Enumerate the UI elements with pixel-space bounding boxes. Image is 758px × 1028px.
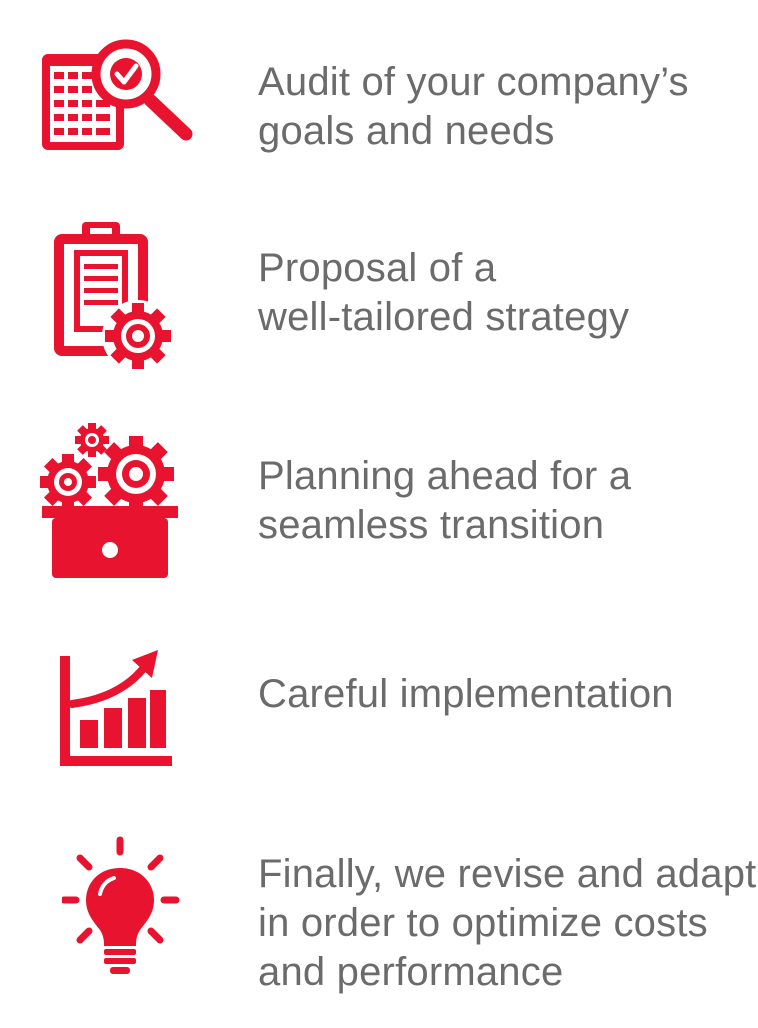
clipboard-gear-icon [54,222,174,372]
step-label: Audit of your company’s goals and needs [258,60,689,153]
step-label: Finally, we revise and adapt in order to… [258,852,757,994]
step-label: Proposal of a well-tailored strategy [258,246,630,339]
step-planning: Planning ahead for a seamless transition [0,400,758,620]
step-audit: Audit of your company’s goals and needs [0,0,758,200]
step-proposal: Proposal of a well-tailored strategy [0,200,758,400]
growth-chart-icon [60,650,172,766]
step-revise: Finally, we revise and adapt in order to… [0,800,758,1028]
audit-magnifier-checklist-icon [42,39,193,150]
step-label: Careful implementation [258,672,674,716]
gears-laptop-icon [40,423,178,578]
lightbulb-icon [62,836,180,974]
step-label: Planning ahead for a seamless transition [258,454,632,547]
step-implementation: Careful implementation [0,620,758,800]
